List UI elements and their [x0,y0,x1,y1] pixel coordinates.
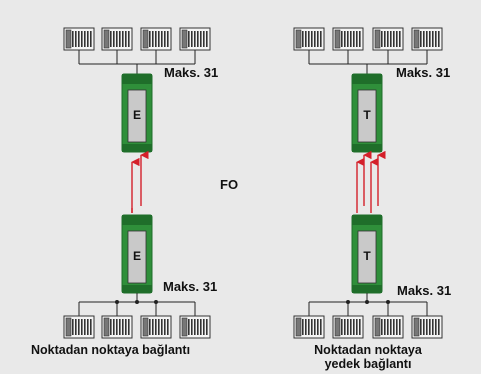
left-bottom-module-letter: E [133,249,141,263]
fo-label: FO [220,177,239,192]
right-bottom-device-3 [372,315,404,339]
max-label-left-bottom: Maks. 31 [163,279,218,294]
right-top-device-2 [332,27,364,51]
right-top-device-3 [372,27,404,51]
left-top-module-letter: E [133,108,141,122]
right-top-device-4 [411,27,443,51]
left-top-device-3 [140,27,172,51]
left-top-device-1 [63,27,95,51]
left-top-device-2 [101,27,133,51]
left-bottom-device-3 [140,315,172,339]
left-bottom-device-4 [179,315,211,339]
left-top-device-4 [179,27,211,51]
caption-left: Noktadan noktaya bağlantı [31,343,191,357]
left-bottom-bus [78,293,196,316]
right-fiber-link [356,150,386,213]
max-label-right-bottom: Maks. 31 [397,283,452,298]
right-bottom-module-letter: T [363,249,371,263]
right-bottom-device-1 [293,315,325,339]
caption-right-line-2: yedek bağlantı [324,357,412,371]
left-top-bus [78,50,196,74]
caption-right: Noktadan noktaya yedek bağlantı [308,343,428,371]
right-top-bus [308,50,428,74]
max-label-left-top: Maks. 31 [164,65,219,80]
right-top-device-1 [293,27,325,51]
left-bottom-device-1 [63,315,95,339]
right-bottom-device-4 [411,315,443,339]
right-top-module-letter: T [363,108,371,122]
right-bottom-device-2 [332,315,364,339]
caption-right-line-1: Noktadan noktaya [314,343,422,357]
right-bottom-bus [308,293,428,316]
left-fiber-link [131,150,149,213]
left-bottom-device-2 [101,315,133,339]
max-label-right-top: Maks. 31 [396,65,451,80]
